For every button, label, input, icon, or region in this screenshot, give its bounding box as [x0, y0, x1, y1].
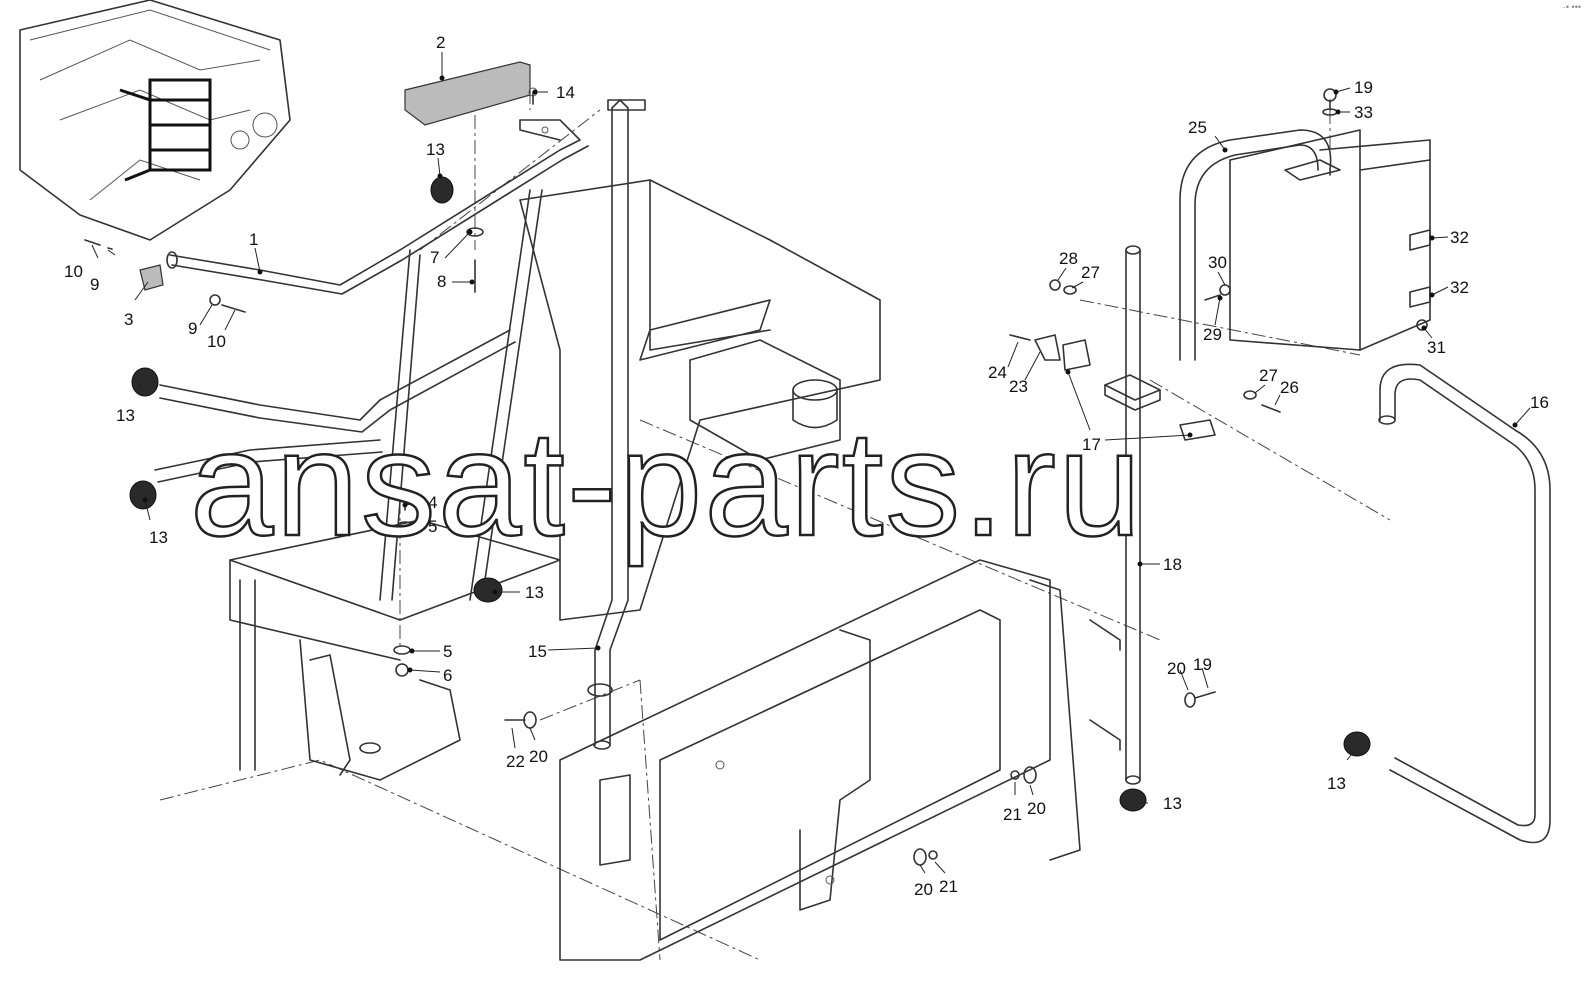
callout-13: 13 [1163, 794, 1182, 813]
callout-10: 10 [64, 262, 83, 281]
callout-28: 28 [1059, 249, 1078, 268]
callout-4: 4 [428, 493, 437, 512]
handrail-25 [1179, 129, 1431, 361]
callout-2: 2 [436, 33, 445, 52]
callout-24: 24 [988, 363, 1007, 382]
callout-14: 14 [556, 83, 575, 102]
callout-6: 6 [443, 666, 452, 685]
callout-13: 13 [426, 140, 445, 159]
rubber-cap-icon [473, 577, 503, 603]
callout-3: 3 [124, 310, 133, 329]
watermark-text: ansat-parts.ru [190, 399, 1143, 567]
callout-20: 20 [914, 880, 933, 899]
rubber-caps [129, 176, 1371, 812]
rubber-cap-icon [1343, 731, 1371, 757]
post-18 [1104, 245, 1161, 785]
callout-5: 5 [443, 642, 452, 661]
callout-9: 9 [188, 319, 197, 338]
callout-13: 13 [149, 528, 168, 547]
callout-8: 8 [437, 272, 446, 291]
callout-13: 13 [1327, 774, 1346, 793]
machine-overview-inset [19, 0, 291, 241]
callout-15: 15 [528, 642, 547, 661]
vertical-post [587, 99, 646, 750]
callout-25: 25 [1188, 118, 1207, 137]
rubber-cap-icon [1119, 788, 1147, 812]
callout-29: 29 [1203, 325, 1222, 344]
callout-31: 31 [1427, 338, 1446, 357]
callout-32: 32 [1450, 228, 1469, 247]
handrail-main [154, 119, 589, 601]
callout-26: 26 [1280, 378, 1299, 397]
leader-lines [91, 52, 1531, 874]
callout-18: 18 [1163, 555, 1182, 574]
callout-13: 13 [116, 406, 135, 425]
callout-20: 20 [529, 747, 548, 766]
hardware [84, 61, 1431, 866]
callout-21: 21 [939, 877, 958, 896]
callout-1: 1 [249, 230, 258, 249]
callout-17: 17 [1082, 435, 1101, 454]
handrail-16 [1378, 363, 1551, 844]
callout-labels: 2 14 13 1 7 8 10 9 3 9 10 13 13 4 5 13 5… [64, 33, 1549, 899]
callout-22: 22 [506, 752, 525, 771]
callout-10: 10 [207, 332, 226, 351]
callout-5: 5 [428, 517, 437, 536]
callout-30: 30 [1208, 253, 1227, 272]
rubber-cap-icon [131, 367, 159, 397]
rubber-cap-icon [129, 480, 157, 510]
callout-16: 16 [1530, 393, 1549, 412]
callout-19: 19 [1193, 655, 1212, 674]
callout-20: 20 [1027, 799, 1046, 818]
rubber-cap-icon [430, 176, 454, 204]
lower-mounting-frame [559, 559, 1121, 961]
callout-21: 21 [1003, 805, 1022, 824]
corner-mark: ·• ••• [1562, 2, 1581, 12]
callout-20: 20 [1167, 659, 1186, 678]
callout-33: 33 [1354, 103, 1373, 122]
callout-7: 7 [430, 248, 439, 267]
callout-9: 9 [90, 275, 99, 294]
callout-19: 19 [1354, 78, 1373, 97]
machine-frame [229, 179, 881, 781]
callout-23: 23 [1009, 377, 1028, 396]
callout-27: 27 [1259, 366, 1278, 385]
callout-27: 27 [1081, 263, 1100, 282]
callout-32: 32 [1450, 278, 1469, 297]
callout-13: 13 [525, 583, 544, 602]
